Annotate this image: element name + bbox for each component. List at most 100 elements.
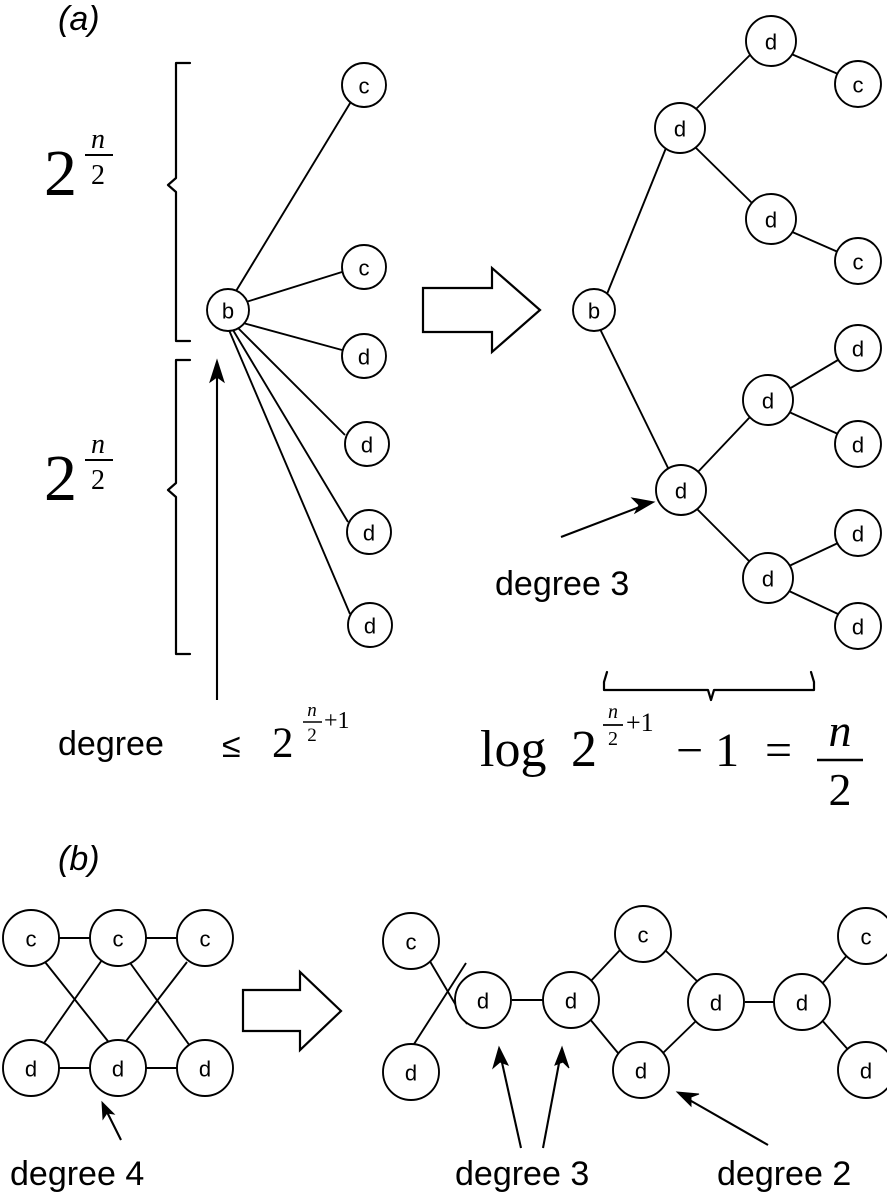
node-circle	[834, 509, 882, 557]
node-label: d	[860, 1059, 872, 1084]
edge-d-d-mid-bottom	[588, 1017, 619, 1054]
node-label: c	[638, 923, 649, 948]
edge-d-d-lu	[695, 416, 751, 475]
edge-c3-d2	[122, 961, 188, 1046]
node-label: d	[765, 30, 777, 55]
tree-node-11: d	[834, 602, 882, 650]
node-label: c	[853, 250, 864, 275]
node-label: c	[359, 74, 370, 99]
tree-node-4: c	[834, 237, 882, 285]
node-label: d	[710, 991, 722, 1016]
tree-node-8: d	[834, 420, 882, 468]
edge-d-c-mid-top	[588, 949, 621, 984]
edge-b-c2	[245, 271, 343, 303]
node-b-left-c-2: c	[176, 909, 234, 967]
exp-denominator: 2	[91, 160, 105, 191]
node-label: d	[635, 1059, 647, 1084]
node-b-right-1: d	[382, 1043, 440, 1101]
exp-denominator: 2	[91, 465, 105, 496]
node-circle	[89, 909, 147, 967]
panel-a-left-graph: b c c d d d d	[44, 61, 393, 767]
node-label: c	[200, 927, 211, 952]
panel-b-transform-arrow-icon	[241, 969, 343, 1053]
node-b-left-c-1: c	[89, 909, 147, 967]
edge-d-d-ul	[693, 145, 753, 204]
node-fan-3: d	[344, 421, 390, 467]
node-circle	[89, 1039, 147, 1097]
node-circle	[745, 15, 797, 67]
panel-b-left-graph: c c c d d d degree 4	[2, 909, 234, 1193]
node-b-right-8: c	[837, 907, 887, 965]
node-label: c	[406, 930, 417, 955]
node-circle	[742, 552, 794, 604]
degree3-label: degree 3	[495, 565, 629, 603]
tree-node-6: d	[742, 374, 794, 426]
formula-result-numerator: n	[829, 705, 852, 756]
node-b-right-2: d	[454, 971, 512, 1029]
node-circle	[773, 973, 831, 1031]
node-b-left-c-0: c	[2, 909, 60, 967]
edge-d-d-right-bottom	[819, 1017, 852, 1054]
node-circle	[454, 971, 512, 1029]
panel-b-label: (b)	[58, 840, 100, 878]
edge-d-d-ll	[695, 507, 751, 563]
node-circle	[382, 912, 440, 970]
relation-symbol: ≤	[222, 727, 241, 765]
degree2-annotation-arrow	[675, 1091, 769, 1146]
edge-d-d-ll1	[788, 542, 839, 567]
node-b-right-3: d	[542, 971, 600, 1029]
node-label: c	[359, 256, 370, 281]
edge-b-d3	[232, 329, 349, 523]
node-label: d	[762, 567, 774, 592]
node-fan-4: d	[346, 509, 392, 555]
tree-node-0: d	[654, 102, 706, 154]
node-circle	[837, 1041, 887, 1099]
upper-bracket	[166, 61, 192, 343]
degree2-label: degree 2	[717, 1155, 851, 1193]
node-b-right-0: c	[382, 912, 440, 970]
node-label: d	[25, 1057, 37, 1082]
node-circle	[572, 288, 616, 332]
node-circle	[176, 1039, 234, 1097]
edge-d-d-ll2	[788, 590, 839, 615]
node-circle	[745, 193, 797, 245]
node-label: d	[405, 1061, 417, 1086]
formula-exp-numerator: n	[608, 701, 618, 723]
node-circle	[742, 374, 794, 426]
exp-numerator: n	[91, 429, 105, 460]
edge-c1-d2	[44, 961, 112, 1046]
edge-c2-d1	[41, 959, 103, 1047]
node-circle	[837, 907, 887, 965]
node-circle	[347, 602, 393, 648]
node-circle	[382, 1043, 440, 1101]
formula-exp-denominator: 2	[608, 728, 618, 750]
node-circle	[614, 905, 672, 963]
node-label: c	[853, 73, 864, 98]
node-label: d	[762, 389, 774, 414]
node-label: c	[26, 927, 37, 952]
node-circle	[2, 909, 60, 967]
node-circle	[612, 1041, 670, 1099]
node-fan-2: d	[341, 333, 387, 379]
node-label: c	[113, 927, 124, 952]
node-b-left-d-2: d	[176, 1039, 234, 1097]
node-label: d	[565, 989, 577, 1014]
node-b-right-7: d	[773, 973, 831, 1031]
node-label: d	[361, 433, 373, 458]
node-label: c	[861, 925, 872, 950]
edge-d-c-right-top	[819, 951, 851, 987]
degree-bound-annotation: degree ≤ 2 n 2 +1	[58, 700, 350, 767]
node-b-left: b	[206, 288, 250, 332]
arrowhead	[630, 497, 656, 515]
edge-d-d-uu	[691, 52, 753, 114]
node-label: d	[363, 521, 375, 546]
tree-node-2: c	[834, 60, 882, 108]
degree4-label: degree 4	[10, 1155, 144, 1193]
node-circle	[206, 288, 250, 332]
degree-annotation-arrow	[209, 358, 225, 700]
node-b-left-d-0: d	[2, 1039, 60, 1097]
edge-c2-d3	[127, 959, 191, 1047]
node-b-right: b	[572, 288, 616, 332]
node-label: d	[674, 117, 686, 142]
panel-b-right-graph: c d d d c d d d	[382, 905, 887, 1193]
